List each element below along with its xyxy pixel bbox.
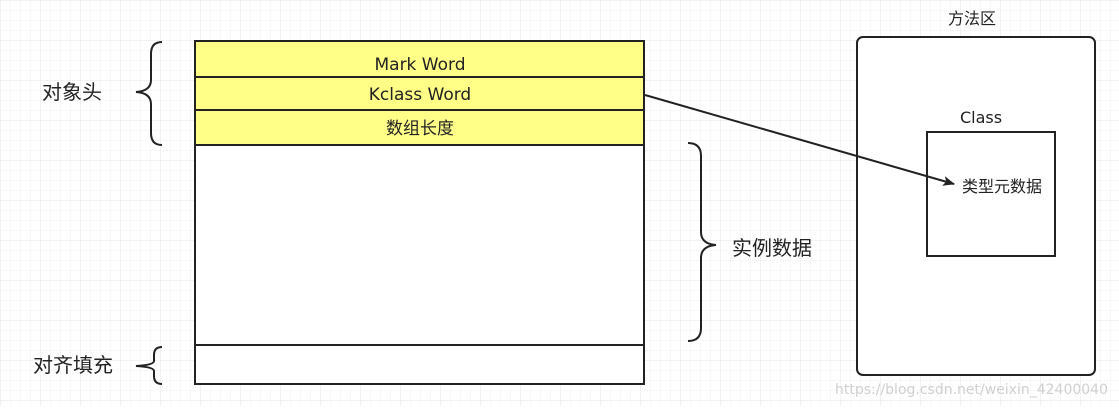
padding-label: 对齐填充 <box>33 353 113 377</box>
kclass-word-cell <box>194 76 645 111</box>
array-length-label: 数组长度 <box>386 119 454 139</box>
instance-data-cell <box>194 144 645 346</box>
object-header-label: 对象头 <box>42 80 102 104</box>
mark-word-cell <box>194 40 645 78</box>
kclass-word-label: Kclass Word <box>369 85 471 105</box>
type-metadata-label: 类型元数据 <box>962 177 1042 196</box>
kclass-pointer-arrow <box>644 94 955 186</box>
method-area-title: 方法区 <box>948 9 996 28</box>
watermark-text: https://blog.csdn.net/weixin_42400040 <box>835 382 1108 398</box>
instance-data-label: 实例数据 <box>732 236 812 260</box>
array-length-cell <box>194 109 645 146</box>
mark-word-label: Mark Word <box>374 55 465 75</box>
padding-cell <box>194 344 645 385</box>
padding-brace <box>135 346 163 385</box>
instance-data-brace <box>687 142 717 342</box>
class-box <box>926 131 1056 257</box>
class-title: Class <box>960 108 1002 127</box>
object-header-brace <box>135 41 163 146</box>
